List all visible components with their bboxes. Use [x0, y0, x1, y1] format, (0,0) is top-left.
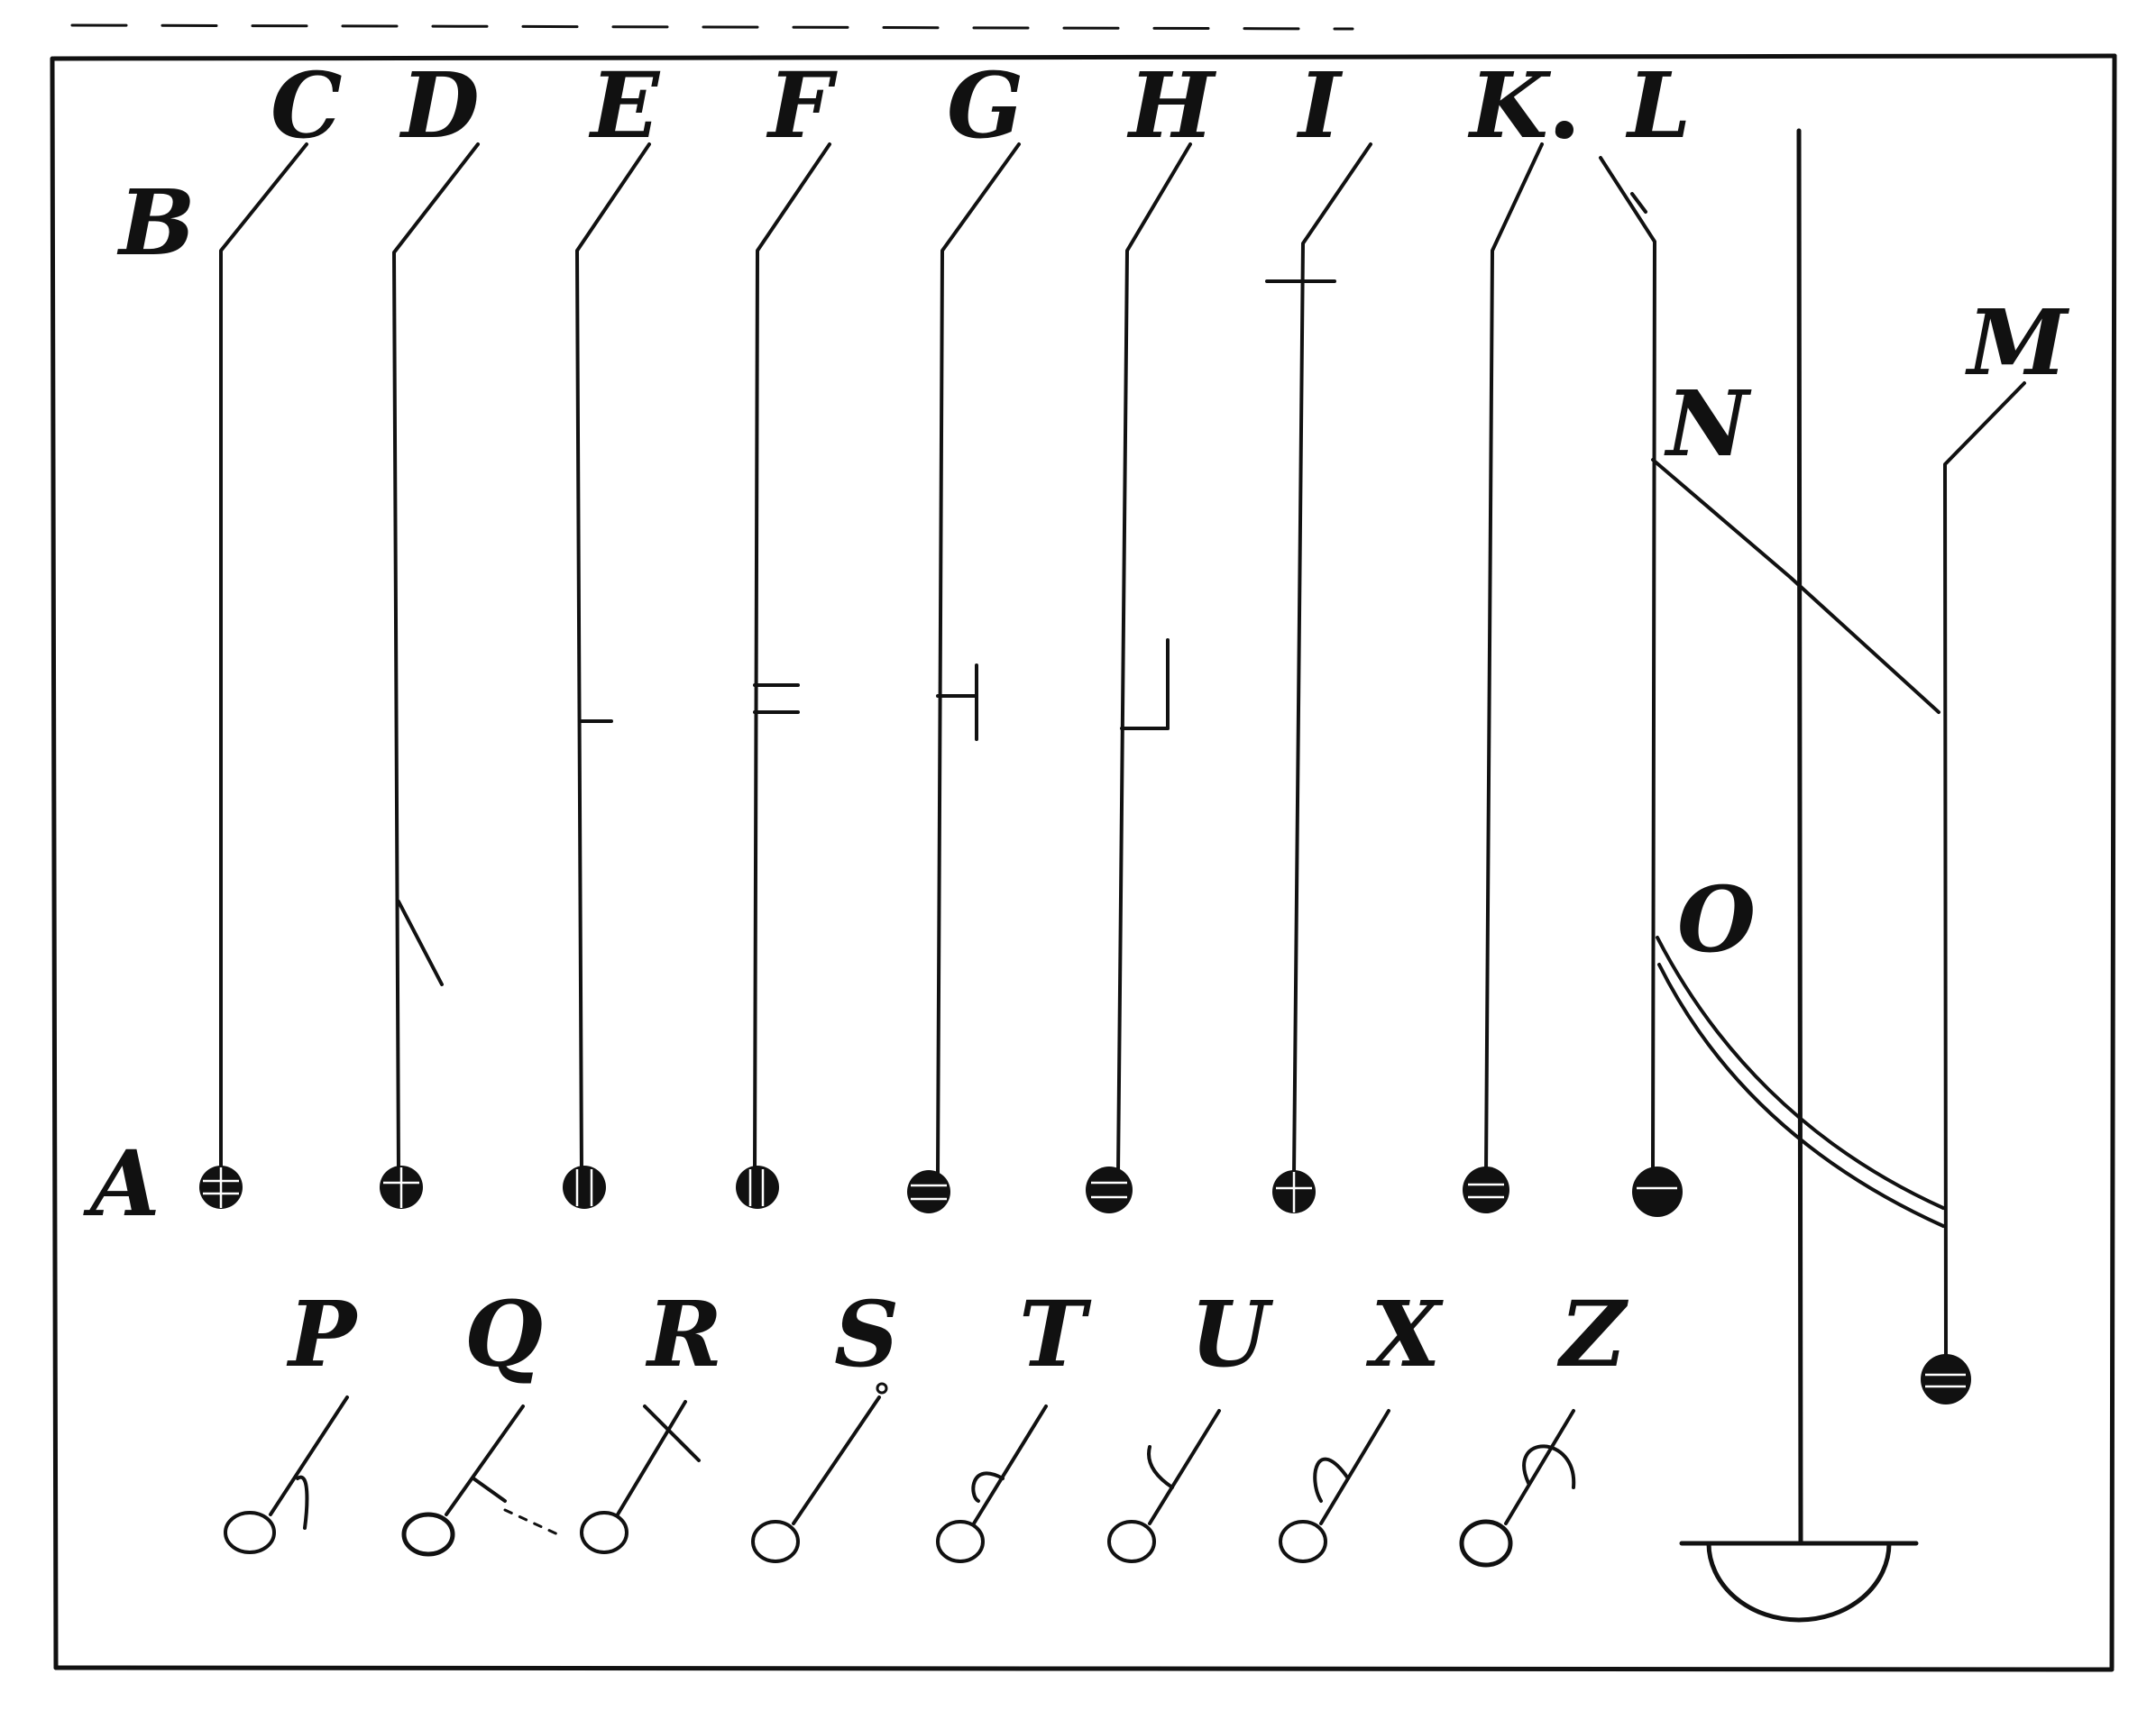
label-n: N [1664, 371, 1752, 477]
label-l: L [1625, 52, 1691, 159]
thread-o-1 [1656, 936, 1945, 1210]
ball-l [1632, 1167, 1683, 1217]
connecting-threads [1651, 458, 1945, 1228]
knot-p [224, 1395, 349, 1554]
thread-c [199, 142, 308, 1209]
label-h: H [1126, 52, 1217, 159]
label-o: O [1677, 866, 1756, 973]
ball-k [1463, 1167, 1509, 1213]
ball-h [1086, 1167, 1133, 1213]
ball-f [736, 1166, 779, 1209]
ball-e [563, 1166, 606, 1209]
label-x: X [1365, 1281, 1444, 1387]
label-f: F [766, 52, 838, 159]
label-g: G [947, 52, 1023, 159]
knot-z [1459, 1409, 1576, 1568]
thread-d [380, 142, 480, 1209]
knot-x [1279, 1409, 1390, 1563]
label-e: E [588, 52, 661, 159]
label-s: S [834, 1281, 899, 1387]
thread-k [1463, 121, 1573, 1213]
knot-u [1107, 1409, 1221, 1563]
thread-l [1599, 156, 1683, 1217]
hanging-threads [199, 121, 2026, 1404]
label-p: P [286, 1281, 359, 1387]
label-d: D [399, 52, 480, 159]
ball-m [1921, 1354, 1971, 1404]
knot-r [580, 1400, 701, 1554]
knot-q [401, 1404, 565, 1557]
thread-m [1921, 381, 2026, 1404]
ball-g [907, 1170, 950, 1213]
thread-i [1265, 142, 1372, 1213]
thread-h [1086, 142, 1192, 1213]
bottom-knots [224, 1382, 1576, 1568]
knot-t [936, 1404, 1048, 1563]
knot-s [751, 1382, 888, 1563]
thread-g [907, 142, 1021, 1213]
thread-o-2 [1657, 963, 1945, 1228]
label-i: I [1296, 52, 1344, 159]
label-m: M [1965, 289, 2070, 396]
label-z: Z [1556, 1281, 1629, 1387]
thread-e [563, 142, 651, 1209]
label-b: B [116, 169, 196, 276]
label-r: R [645, 1281, 722, 1387]
label-q: Q [464, 1281, 543, 1387]
label-a: A [83, 1130, 161, 1237]
label-k: K. [1467, 52, 1580, 159]
label-t: T [1019, 1281, 1092, 1387]
label-u: U [1190, 1281, 1274, 1387]
thread-n [1651, 458, 1940, 714]
letter-labels: B C D E F G H I K. L M N O A P Q R S T U… [83, 52, 2070, 1387]
frame [50, 23, 2117, 1672]
label-c: C [271, 52, 343, 159]
support-stand [1679, 128, 1919, 1623]
thread-f [736, 142, 831, 1209]
